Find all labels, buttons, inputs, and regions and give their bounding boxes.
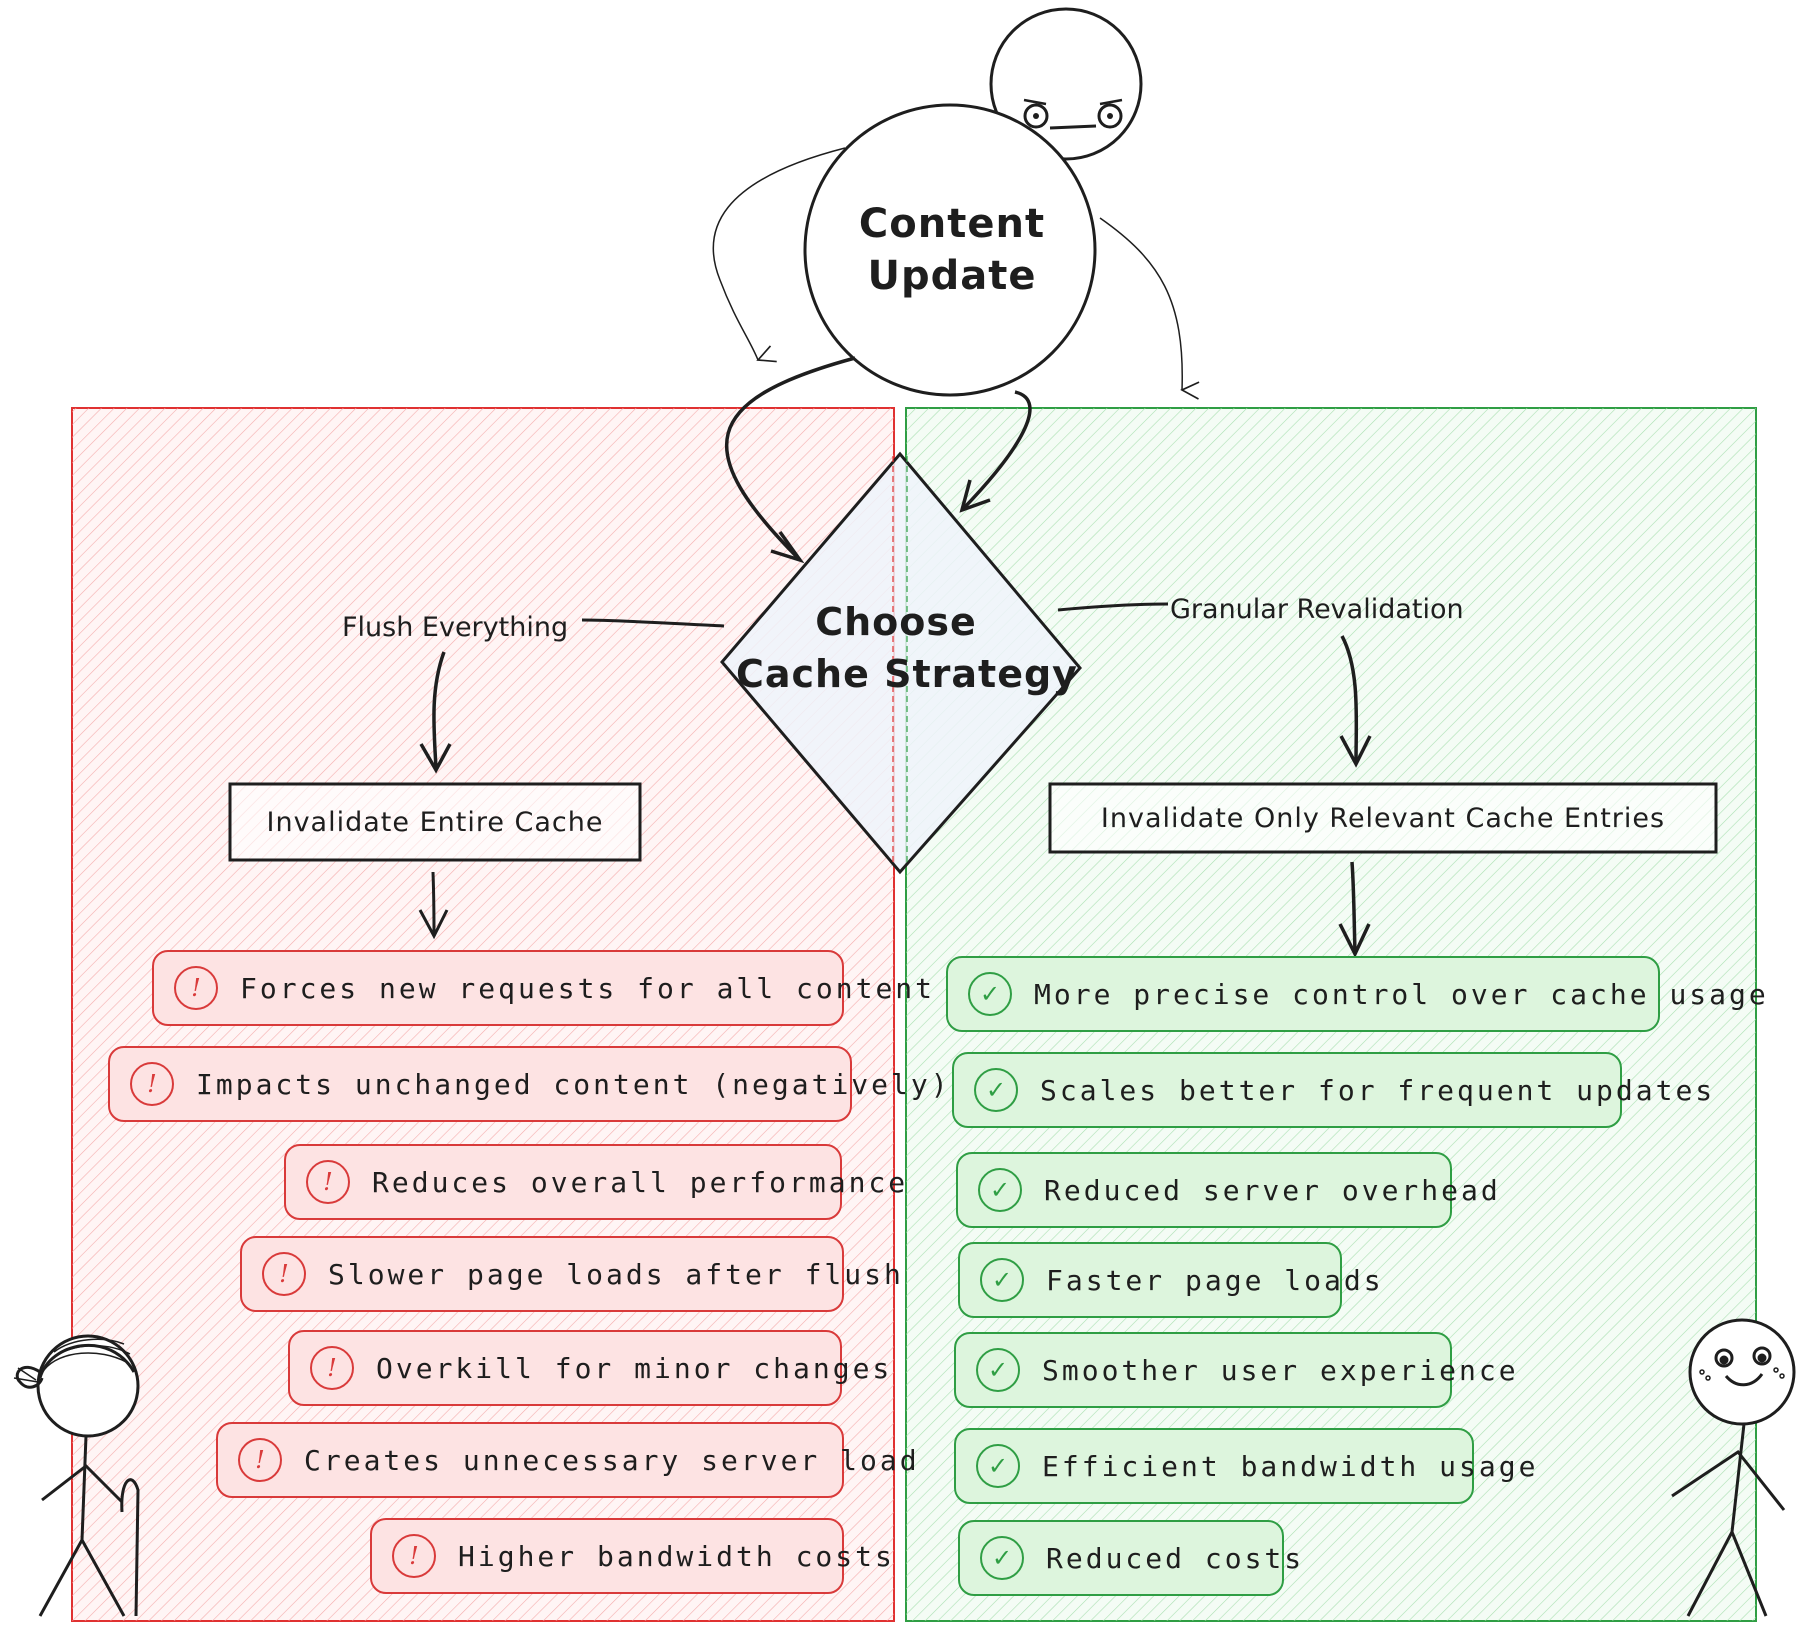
list-item-text: Higher bandwidth costs bbox=[458, 1539, 895, 1573]
warning-icon: ! bbox=[238, 1438, 282, 1482]
check-icon: ✓ bbox=[976, 1348, 1020, 1392]
list-item: ! Reduces overall performance bbox=[284, 1144, 905, 1220]
edge-granular-line bbox=[1057, 602, 1169, 612]
choose-strategy-node bbox=[720, 451, 1082, 875]
list-item: ! Higher bandwidth costs bbox=[370, 1518, 892, 1594]
invalidate-relevant-box bbox=[1048, 782, 1718, 854]
list-item: ! Overkill for minor changes bbox=[288, 1330, 889, 1406]
person-right-icon bbox=[1671, 1318, 1796, 1617]
invalidate-relevant-label: Invalidate Only Relevant Cache Entries bbox=[1100, 802, 1666, 834]
list-item: ! Forces new requests for all content bbox=[152, 950, 932, 1026]
flush-everything-label: Flush Everything bbox=[342, 612, 569, 643]
thin-arrow-left bbox=[712, 147, 846, 363]
list-item-text: Reduced server overhead bbox=[1044, 1173, 1501, 1207]
check-icon: ✓ bbox=[980, 1258, 1024, 1302]
list-item-text: Faster page loads bbox=[1046, 1263, 1384, 1297]
list-item: ! Slower page loads after flush bbox=[240, 1236, 901, 1312]
arrow-granular-to-action bbox=[1340, 635, 1359, 763]
list-item: ! Creates unnecessary server load bbox=[216, 1422, 917, 1498]
warning-icon: ! bbox=[130, 1062, 174, 1106]
warning-icon: ! bbox=[174, 966, 218, 1010]
warning-icon: ! bbox=[306, 1160, 350, 1204]
list-item-text: Creates unnecessary server load bbox=[304, 1443, 920, 1477]
list-item: ✓ Scales better for frequent updates bbox=[952, 1052, 1712, 1128]
check-icon: ✓ bbox=[978, 1168, 1022, 1212]
edge-flush-line bbox=[581, 618, 725, 628]
warning-icon: ! bbox=[262, 1252, 306, 1296]
list-item: ✓ More precise control over cache usage bbox=[946, 956, 1766, 1032]
arrow-circle-to-diamond-right bbox=[960, 390, 1032, 512]
list-item-text: Slower page loads after flush bbox=[328, 1257, 904, 1291]
arrow-relevant-to-list bbox=[1350, 861, 1357, 953]
person-left-icon bbox=[13, 1334, 140, 1617]
warning-icon: ! bbox=[310, 1346, 354, 1390]
list-item-text: More precise control over cache usage bbox=[1034, 977, 1769, 1011]
invalidate-entire-box bbox=[228, 782, 642, 862]
list-item-text: Impacts unchanged content (negatively) bbox=[196, 1067, 951, 1101]
list-item: ! Impacts unchanged content (negatively) bbox=[108, 1046, 948, 1122]
check-icon: ✓ bbox=[976, 1444, 1020, 1488]
content-update-node bbox=[803, 103, 1097, 397]
list-item-text: Efficient bandwidth usage bbox=[1042, 1449, 1539, 1483]
list-item-text: Forces new requests for all content bbox=[240, 971, 936, 1005]
list-item: ✓ Faster page loads bbox=[958, 1242, 1381, 1318]
list-item: ✓ Smoother user experience bbox=[954, 1332, 1516, 1408]
thin-arrow-right bbox=[1099, 217, 1200, 400]
list-item-text: Overkill for minor changes bbox=[376, 1351, 893, 1385]
list-item: ✓ Reduced server overhead bbox=[956, 1152, 1498, 1228]
invalidate-entire-label: Invalidate Entire Cache bbox=[266, 806, 604, 838]
arrow-entire-to-list bbox=[431, 871, 436, 935]
list-item-text: Smoother user experience bbox=[1042, 1353, 1519, 1387]
arrow-flush-to-action bbox=[432, 651, 446, 769]
granular-revalidation-label: Granular Revalidation bbox=[1170, 594, 1464, 625]
arrow-circle-to-diamond-left bbox=[724, 356, 856, 562]
confused-face-icon bbox=[989, 7, 1143, 161]
check-icon: ✓ bbox=[980, 1536, 1024, 1580]
check-icon: ✓ bbox=[974, 1068, 1018, 1112]
list-item: ✓ Reduced costs bbox=[958, 1520, 1301, 1596]
check-icon: ✓ bbox=[968, 972, 1012, 1016]
list-item-text: Scales better for frequent updates bbox=[1040, 1073, 1716, 1107]
list-item: ✓ Efficient bandwidth usage bbox=[954, 1428, 1535, 1504]
list-item-text: Reduced costs bbox=[1046, 1541, 1305, 1575]
list-item-text: Reduces overall performance bbox=[372, 1165, 909, 1199]
warning-icon: ! bbox=[392, 1534, 436, 1578]
